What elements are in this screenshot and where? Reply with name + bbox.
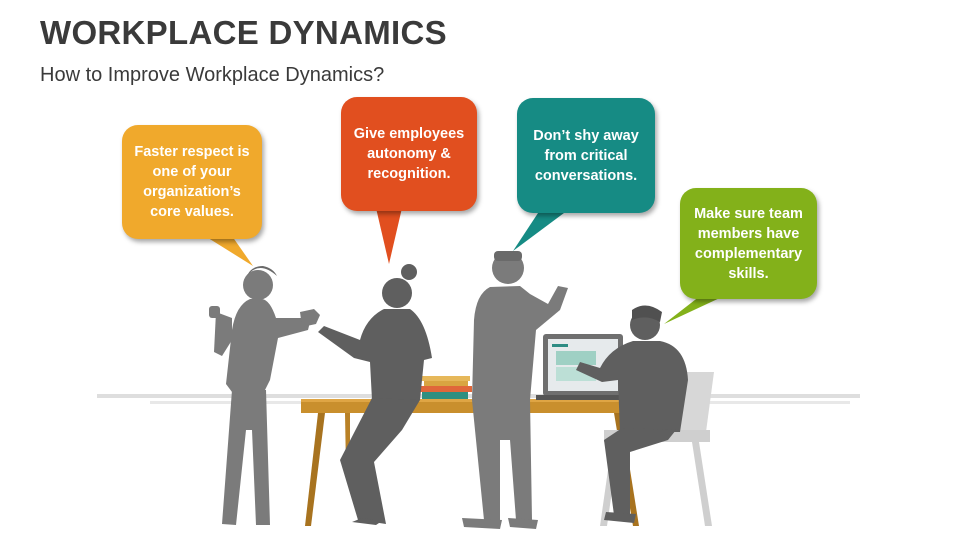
bubble-text: Make sure team members have complementar…: [694, 205, 803, 282]
speech-bubble-respect: Faster respect is one of your organizati…: [122, 125, 262, 239]
bubble-tail-1: [205, 236, 253, 266]
person-man-sitting: [576, 305, 688, 523]
bubble-text: Give employees autonomy & recognition.: [353, 126, 465, 182]
bubble-tail-3: [513, 210, 568, 251]
slide-title: WORKPLACE DYNAMICS: [40, 14, 447, 51]
books: [418, 376, 472, 399]
person-woman-left: [209, 266, 320, 525]
slide-subtitle: How to Improve Workplace Dynamics?: [40, 64, 385, 86]
speech-bubble-skills: Make sure team members have complementar…: [680, 188, 817, 299]
speech-bubble-conversations: Don’t shy away from critical conversatio…: [517, 98, 655, 213]
bubble-tail-4: [664, 296, 724, 324]
bubble-text: Faster respect is one of your organizati…: [134, 144, 250, 220]
bubble-text: Don’t shy away from critical conversatio…: [533, 127, 639, 184]
person-man-standing: [462, 251, 568, 529]
person-woman-center: [318, 264, 432, 525]
bubble-tail-2: [376, 208, 402, 264]
speech-bubble-autonomy: Give employees autonomy & recognition.: [341, 97, 477, 211]
